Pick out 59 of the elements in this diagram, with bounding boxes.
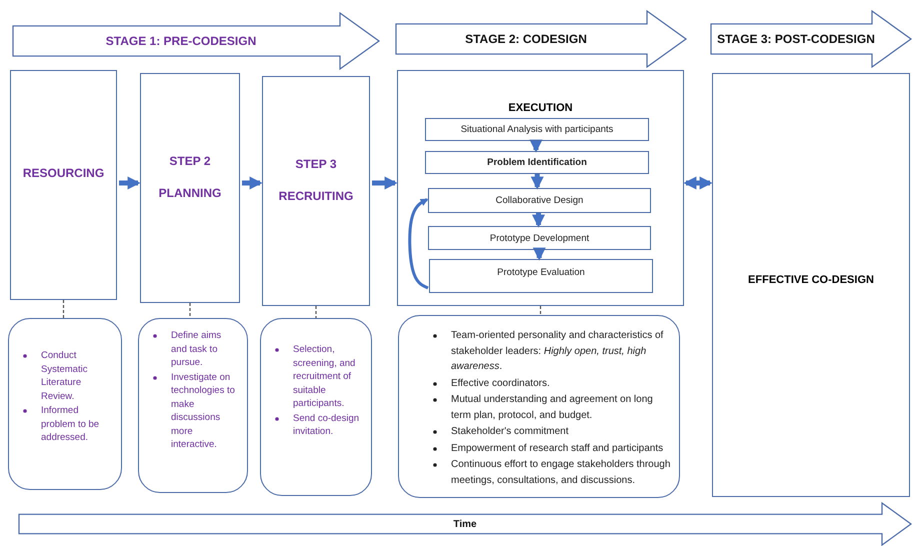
stage-panel xyxy=(397,70,684,306)
step-box xyxy=(140,73,240,303)
step-box xyxy=(262,76,370,306)
arrow xyxy=(532,248,546,261)
note-card xyxy=(398,315,680,498)
outcome-label: EFFECTIVE CO-DESIGN xyxy=(748,274,874,286)
step-title: STEP 2 xyxy=(169,154,211,168)
process-box xyxy=(429,259,653,293)
arrow xyxy=(119,176,141,190)
outcome-box xyxy=(712,73,910,497)
stage-banner xyxy=(12,12,380,70)
bullet-item: Conduct Systematic Literature Review. xyxy=(41,349,88,403)
bullet-item: Mutual understanding and agreement on long term plan, protocol, and budget. xyxy=(451,393,654,422)
process-label: Problem Identification xyxy=(487,157,587,168)
note-card xyxy=(138,318,248,493)
panel-heading: EXECUTION xyxy=(507,102,574,114)
arrow xyxy=(683,176,713,190)
bullet-item: Effective coordinators. xyxy=(451,376,551,390)
arrow xyxy=(408,198,429,290)
process-box xyxy=(428,226,651,250)
stage-title: STAGE 1: PRE-CODESIGN xyxy=(106,34,256,48)
dashed-connector xyxy=(315,306,317,318)
dashed-connector xyxy=(189,303,191,318)
arrow xyxy=(532,212,545,228)
stage-title: STAGE 3: POST-CODESIGN xyxy=(717,32,875,46)
bullet-item: Empowerment of research staff and participants xyxy=(451,442,664,456)
step-box xyxy=(10,70,117,300)
bullet-item: Send co-design invitation. xyxy=(293,412,360,438)
note-card xyxy=(260,318,372,496)
bullet-item: Selection, screening, and recruitment of suitable participants. xyxy=(293,343,356,410)
bullet-item: Team-oriented personality and characteristics of stakeholder leaders: Highly open, trust, high awareness. xyxy=(451,329,664,374)
arrow xyxy=(530,140,542,153)
process-label: Prototype Evaluation xyxy=(497,267,585,278)
process-label: Collaborative Design xyxy=(496,195,584,206)
process-box xyxy=(425,118,649,141)
step-title: RESOURCING xyxy=(22,166,104,180)
process-box xyxy=(428,188,651,213)
bullet-item: Investigate on technologies to make discussions more interactive. xyxy=(171,370,236,452)
bullet-item: Continuous effort to engage stakeholders through meetings, consultations, and discussions. xyxy=(451,458,671,488)
dashed-connector xyxy=(62,300,64,318)
process-label: Situational Analysis with participants xyxy=(460,124,614,135)
arrow xyxy=(530,173,544,190)
process-box xyxy=(425,151,649,174)
arrow xyxy=(372,176,398,190)
note-card xyxy=(8,318,122,490)
dashed-connector xyxy=(540,306,542,315)
stage-banner xyxy=(710,10,912,68)
process-label: Prototype Development xyxy=(490,232,590,244)
arrow xyxy=(242,176,263,190)
stage-banner xyxy=(395,10,687,68)
step-title: STEP 3 xyxy=(295,157,337,171)
bullet-item: Stakeholder's commitment xyxy=(451,425,570,439)
step-title: RECRUITING xyxy=(278,189,354,203)
bullet-item: Define aims and task to pursue. xyxy=(171,329,222,370)
step-title: PLANNING xyxy=(158,186,222,200)
axis-label: Time xyxy=(453,518,477,530)
stage-title: STAGE 2: CODESIGN xyxy=(465,32,587,46)
time-arrow xyxy=(18,502,912,546)
bullet-item: Informed problem to be addressed. xyxy=(41,404,100,444)
